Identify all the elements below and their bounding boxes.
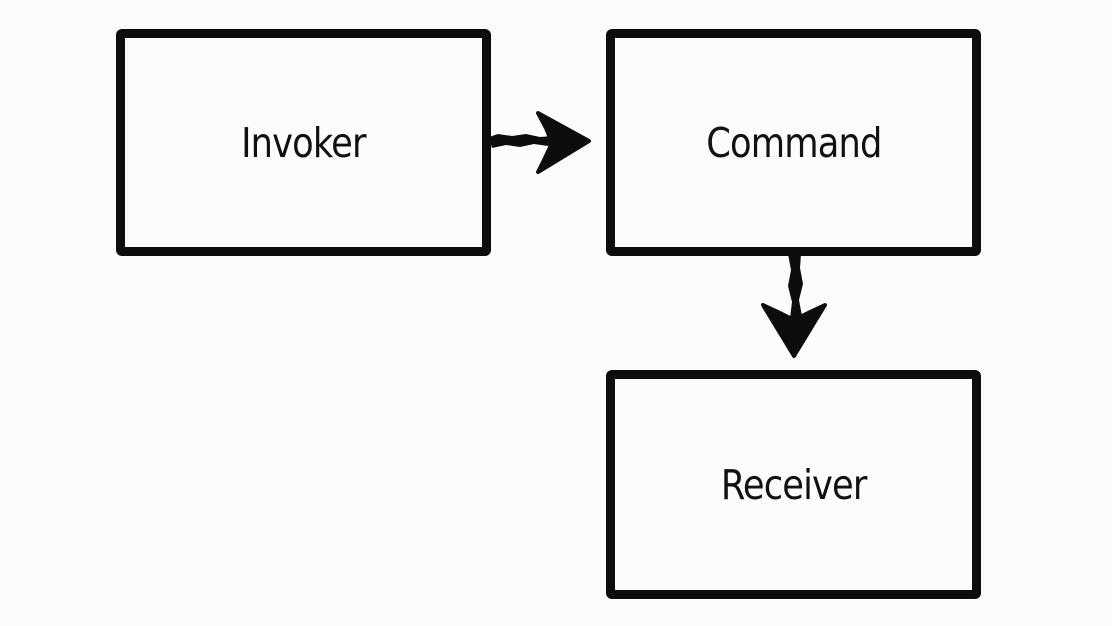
- receiver-box: Receiver: [606, 370, 981, 599]
- command-box: Command: [606, 29, 981, 256]
- receiver-label: Receiver: [720, 460, 868, 509]
- arrow-command-to-receiver: [761, 254, 827, 358]
- command-label: Command: [705, 118, 882, 167]
- invoker-box: Invoker: [116, 29, 491, 256]
- arrow-invoker-to-command: [489, 111, 591, 174]
- invoker-label: Invoker: [241, 118, 366, 167]
